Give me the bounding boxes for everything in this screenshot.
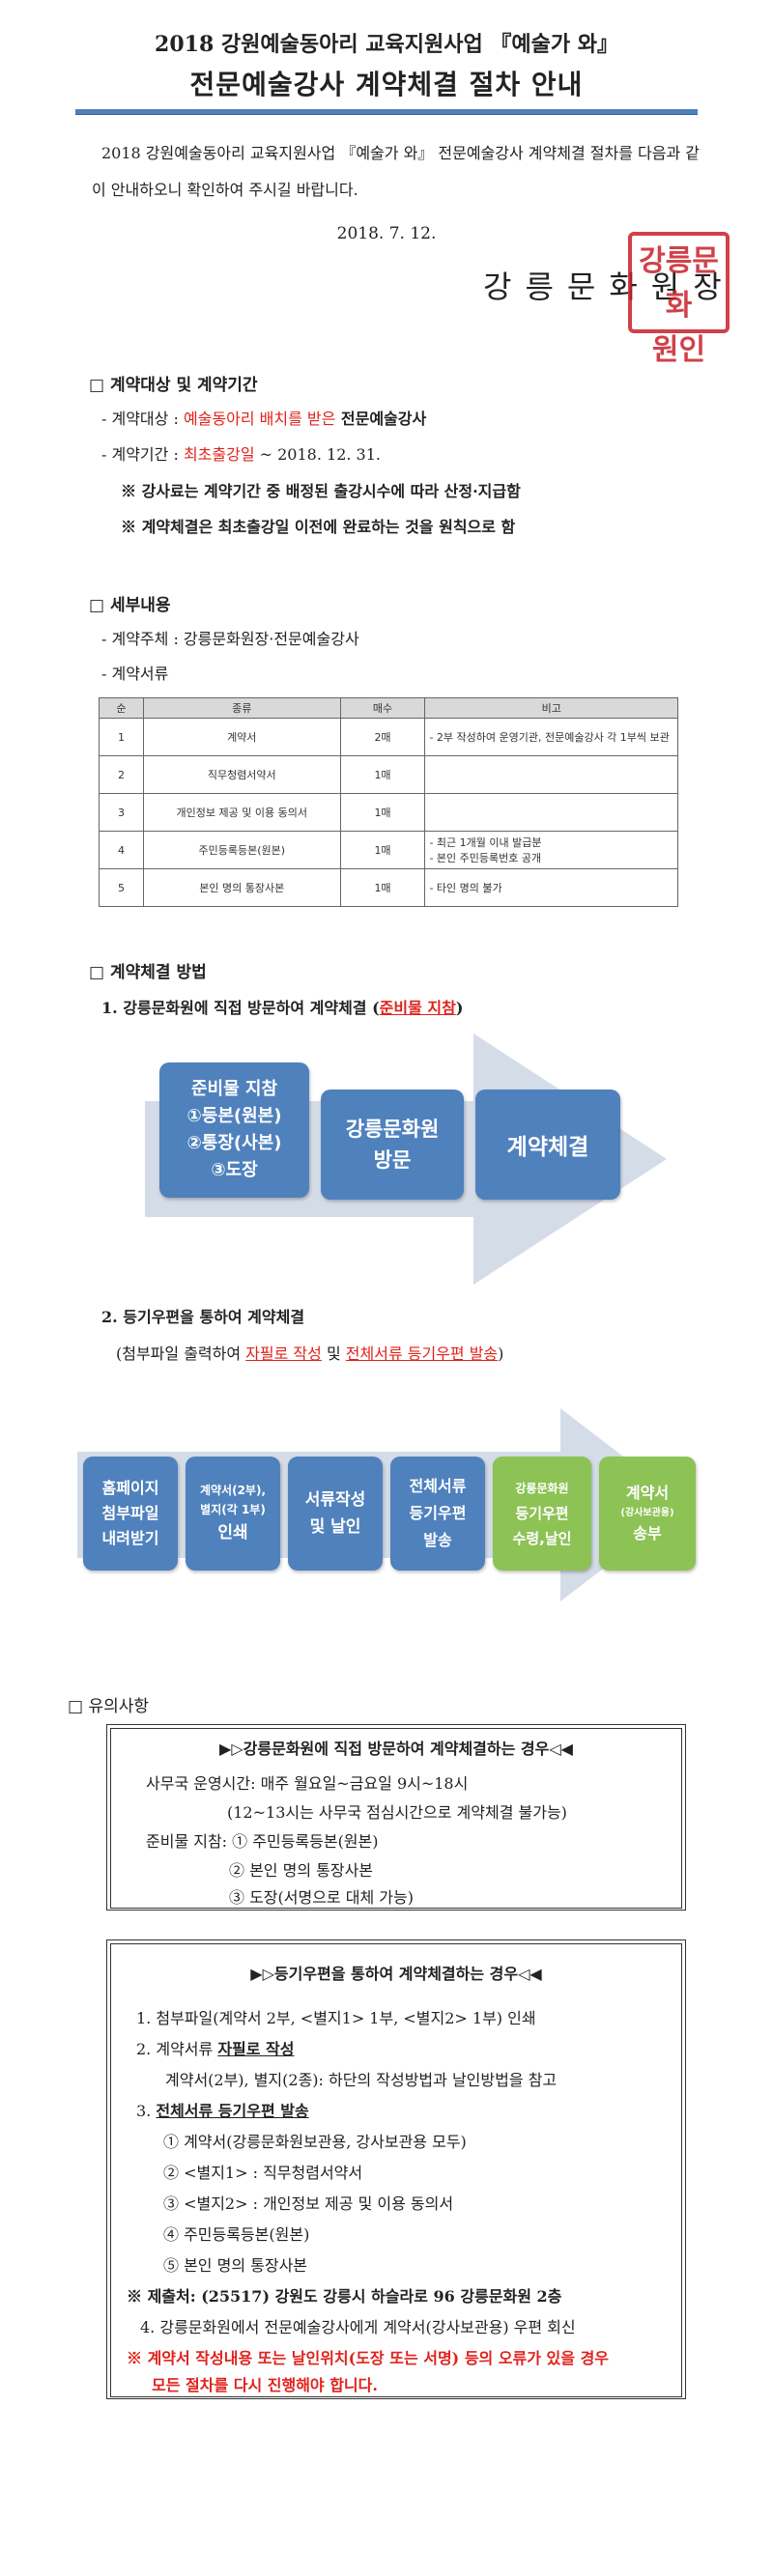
- table-cell: - 최근 1개월 이내 발급분 - 본인 주민등록번호 공개: [424, 831, 678, 869]
- mail-doc-5: ⑤ 본인 명의 통장사본: [163, 2256, 308, 2275]
- table-cell: [424, 793, 678, 832]
- mail-doc-4: ④ 주민등록등본(원본): [163, 2225, 310, 2244]
- column-header: 순: [99, 697, 144, 719]
- mail-note-4: 4. 강릉문화원에서 전문예술강사에게 계약서(강사보관용) 우편 회신: [140, 2318, 576, 2336]
- column-header: 매수: [339, 697, 426, 719]
- table-row: 5 본인 명의 통장사본 1매 - 타인 명의 불가: [99, 868, 678, 907]
- visit-note-items-3: ③ 도장(서명으로 대체 가능): [229, 1888, 414, 1907]
- document-title: 2018 강원예술동아리 교육지원사업 『예술가 와』: [155, 32, 618, 57]
- table-row: 1 계약서 2매 - 2부 작성하여 운영기관, 전문예술강사 각 1부씩 보관: [99, 718, 678, 756]
- contract-documents-table: 순 종류 매수 비고 1 계약서 2매 - 2부 작성하여 운영기관, 전문예술…: [99, 697, 678, 907]
- contract-timing-note: ※ 계약체결은 최초출강일 이전에 완료하는 것을 원칙으로 함: [121, 518, 516, 536]
- table-cell: 1매: [339, 831, 426, 869]
- table-cell: 2: [99, 755, 144, 794]
- column-header: 종류: [142, 697, 341, 719]
- table-cell: 1매: [339, 755, 426, 794]
- table-cell: - 2부 작성하여 운영기관, 전문예술강사 각 1부씩 보관: [424, 718, 678, 756]
- table-cell: 주민등록등본(원본): [142, 831, 341, 869]
- table-row: 4 주민등록등본(원본) 1매 - 최근 1개월 이내 발급분 - 본인 주민등…: [99, 831, 678, 869]
- method-1-line: 1. 강릉문화원에 직접 방문하여 계약체결 (준비물 지참): [101, 999, 464, 1017]
- contract-docs-line: - 계약서류: [101, 665, 169, 683]
- mail-warning-1: ※ 계약서 작성내용 또는 날인위치(도장 또는 서명) 등의 오류가 있을 경…: [127, 2349, 610, 2367]
- table-cell: 본인 명의 통장사본: [142, 868, 341, 907]
- table-cell: 1: [99, 718, 144, 756]
- fee-note: ※ 강사료는 계약기간 중 배정된 출강시수에 따라 산정·지급함: [121, 482, 521, 500]
- table-cell: 2매: [339, 718, 426, 756]
- table-cell: 3: [99, 793, 144, 832]
- mail-doc-1: ① 계약서(강릉문화원보관용, 강사보관용 모두): [163, 2133, 467, 2151]
- table-cell: 계약서: [142, 718, 341, 756]
- section-method-title: □ 계약체결 방법: [89, 963, 207, 982]
- mail-doc-2: ② <별지1> : 직무청렴서약서: [163, 2164, 363, 2182]
- table-cell: 5: [99, 868, 144, 907]
- mail-note-2-detail: 계약서(2부), 별지(2종): 하단의 작성방법과 날인방법을 참고: [165, 2071, 558, 2089]
- mail-address: ※ 제출처: (25517) 강원도 강릉시 하슬라로 96 강릉문화원 2층: [127, 2287, 562, 2306]
- table-cell: 직무청렴서약서: [142, 755, 341, 794]
- intro-paragraph: 2018 강원예술동아리 교육지원사업 『예술가 와』 전문예술강사 계약체결 …: [92, 144, 700, 199]
- title-divider: [75, 109, 698, 115]
- step-sign-contract: 계약체결: [475, 1090, 620, 1200]
- mail-note-2: 2. 계약서류 자필로 작성: [136, 2040, 295, 2058]
- mail-doc-3: ③ <별지2> : 개인정보 제공 및 이용 동의서: [163, 2194, 454, 2213]
- table-cell: [424, 755, 678, 794]
- mail-notes-heading: ▶▷등기우편을 통하여 계약체결하는 경우◁◀: [250, 1965, 542, 1983]
- table-cell: 개인정보 제공 및 이용 동의서: [142, 793, 341, 832]
- contract-period-line: - 계약기간 : 최초출강일 ~ 2018. 12. 31.: [101, 445, 381, 464]
- mail-note-1: 1. 첨부파일(계약서 2부, <별지1> 1부, <별지2> 1부) 인쇄: [136, 2009, 536, 2027]
- section-detail-title: □ 세부내용: [89, 596, 171, 615]
- table-header-row: 순 종류 매수 비고: [99, 697, 678, 719]
- method-2-subline: (첨부파일 출력하여 자필로 작성 및 전체서류 등기우편 발송): [116, 1345, 504, 1363]
- visit-note-hours: 사무국 운영시간: 매주 월요일~금요일 9시~18시: [146, 1774, 469, 1793]
- table-cell: 4: [99, 831, 144, 869]
- column-header: 비고: [424, 697, 678, 719]
- issue-date: 2018. 7. 12.: [336, 224, 437, 243]
- section-notes-title: □ 유의사항: [68, 1697, 150, 1716]
- visit-note-items-1: 준비물 지참: ① 주민등록등본(원본): [146, 1832, 379, 1851]
- visit-note-items-2: ② 본인 명의 통장사본: [229, 1861, 374, 1880]
- mail-note-3: 3. 전체서류 등기우편 발송: [136, 2102, 309, 2120]
- section-contract-target-title: □ 계약대상 및 계약기간: [89, 376, 258, 395]
- step-return-contract: 계약서(강사보관용)송부: [599, 1457, 696, 1571]
- mail-warning-2: 모든 절차를 다시 진행해야 합니다.: [152, 2376, 378, 2394]
- contract-party-line: - 계약주체 : 강릉문화원장·전문예술강사: [101, 630, 359, 648]
- organization-name: 강릉문화원장: [483, 269, 735, 305]
- table-cell: 1매: [339, 793, 426, 832]
- mail-notes-box: ▶▷등기우편을 통하여 계약체결하는 경우◁◀ 1. 첨부파일(계약서 2부, …: [106, 1939, 686, 2399]
- visit-notes-box: ▶▷강릉문화원에 직접 방문하여 계약체결하는 경우◁◀ 사무국 운영시간: 매…: [106, 1724, 686, 1911]
- method-2-line: 2. 등기우편을 통하여 계약체결: [101, 1308, 305, 1326]
- table-row: 2 직무청렴서약서 1매: [99, 755, 678, 794]
- visit-note-lunch: (12~13시는 사무국 점심시간으로 계약체결 불가능): [227, 1803, 567, 1822]
- step-print-documents: 계약서(2부),별지(각 1부)인쇄: [186, 1457, 280, 1571]
- table-cell: 1매: [339, 868, 426, 907]
- contract-target-line: - 계약대상 : 예술동아리 배치를 받은 전문예술강사: [101, 410, 427, 428]
- visit-notes-heading: ▶▷강릉문화원에 직접 방문하여 계약체결하는 경우◁◀: [219, 1740, 573, 1758]
- table-row: 3 개인정보 제공 및 이용 동의서 1매: [99, 793, 678, 832]
- document-subtitle: 전문예술강사 계약체결 절차 안내: [189, 69, 584, 100]
- table-cell: - 타인 명의 불가: [424, 868, 678, 907]
